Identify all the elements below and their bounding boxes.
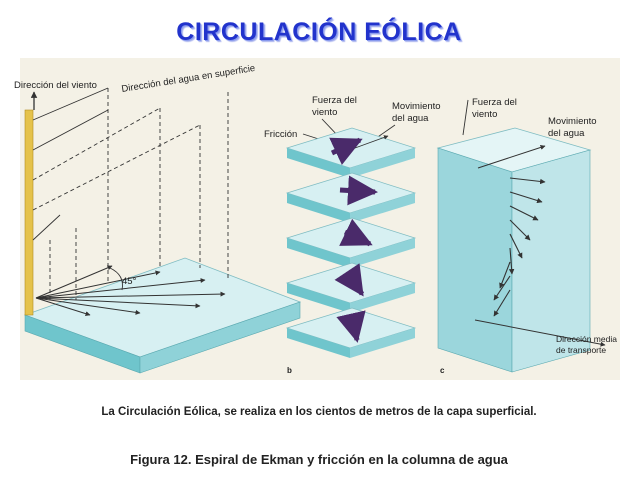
panel-c-column-side <box>511 149 591 373</box>
panel-a-spiral-arrows <box>35 265 226 317</box>
panel-c-mean-transport-arrow <box>474 319 606 347</box>
panel-c-spiral-arrows <box>493 177 546 317</box>
panel-c-water-movement-label-2: del agua <box>548 128 585 139</box>
panel-a-projection-lines <box>32 87 201 241</box>
panel-b-wind-force-label-1: Fuerza del <box>312 95 357 106</box>
panel-b-layer-1 <box>285 127 417 178</box>
panel-c-transport-label-2: de transporte <box>556 345 606 355</box>
panel-b-letter: b <box>287 366 292 375</box>
panel-b-friction-label: Fricción <box>264 129 297 140</box>
panel-c-wind-arrow <box>477 145 546 169</box>
panel-b-layer-5 <box>285 307 417 358</box>
panel-c-wind-force-label-2: viento <box>472 109 497 120</box>
panel-c-wind-force-label-1: Fuerza del <box>472 97 517 108</box>
panel-b-water-movement-label-2: del agua <box>392 113 429 124</box>
panel-c-wind-force-pointer <box>462 99 469 136</box>
panel-b-layer-4 <box>285 262 417 313</box>
panel-c-letter: c <box>440 366 445 375</box>
wind-pole <box>24 109 34 316</box>
caption-main: La Circulación Eólica, se realiza en los… <box>101 406 537 418</box>
panel-b-layer-2 <box>285 172 417 223</box>
panel-a-slab-side <box>139 301 301 374</box>
wind-direction-label: Dirección del viento <box>14 80 97 91</box>
panel-c-transport-label-1: Dirección media <box>556 334 617 344</box>
surface-water-label: Dirección del agua en superficie <box>121 63 256 95</box>
panel-a: Dirección del viento Dirección del agua … <box>14 63 302 374</box>
angle-arc <box>109 267 123 291</box>
panel-b-layer-3 <box>285 217 417 268</box>
panel-a-vertical-dashes <box>49 88 229 300</box>
panel-c-column-front <box>437 147 513 373</box>
panel-b: Fuerza del viento Movimiento del agua Fr… <box>264 95 441 375</box>
panel-b-water-movement-label-1: Movimiento <box>392 101 441 112</box>
angle-label: 45° <box>122 276 137 287</box>
panel-b-wind-force-label-2: viento <box>312 107 337 118</box>
panel-c: Fuerza del viento Movimiento del agua Di… <box>436 97 617 375</box>
figure-caption: Figura 12. Espiral de Ekman y fricción e… <box>130 452 508 467</box>
page-title: CIRCULACIÓN EÓLICA <box>176 18 462 46</box>
panel-c-water-movement-label-1: Movimiento <box>548 116 597 127</box>
